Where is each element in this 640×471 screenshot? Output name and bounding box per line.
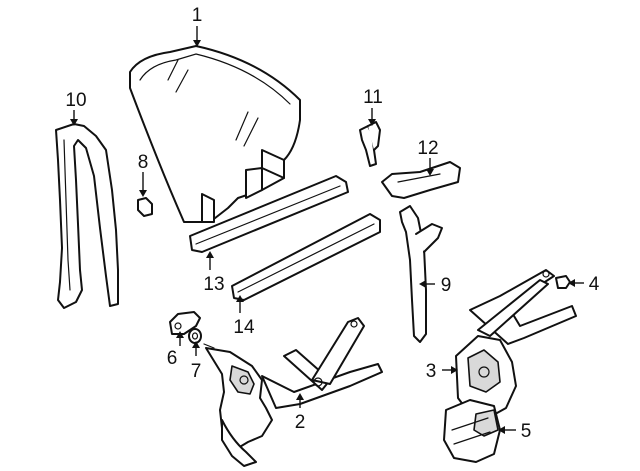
part-8-clip[interactable]	[137, 197, 153, 217]
callout-1: 1	[192, 5, 203, 26]
arrowhead-6	[176, 331, 184, 338]
arrowhead-1	[193, 40, 201, 47]
callout-5: 5	[521, 421, 532, 442]
callout-14: 14	[233, 317, 255, 338]
arrowhead-5	[498, 426, 505, 434]
callout-13: 13	[203, 274, 224, 295]
part-9-rear-channel[interactable]	[399, 205, 443, 343]
arrowhead-3	[451, 366, 458, 374]
arrowhead-14	[236, 295, 244, 302]
part-4-roller[interactable]	[555, 275, 571, 289]
part-12-trim-piece[interactable]	[381, 161, 461, 199]
part-10-run-channel[interactable]	[55, 123, 119, 309]
callout-9: 9	[441, 275, 452, 296]
part-6-handle[interactable]	[169, 311, 201, 335]
arrowhead-10	[70, 119, 78, 126]
arrowhead-9	[419, 280, 426, 288]
part-14-inner-weatherstrip[interactable]	[231, 213, 381, 301]
callout-7: 7	[191, 361, 202, 382]
arrowhead-8	[139, 190, 147, 197]
callout-12: 12	[417, 138, 438, 159]
callout-4: 4	[589, 274, 600, 295]
callout-2: 2	[295, 412, 306, 433]
arrowhead-13	[206, 251, 214, 258]
callout-6: 6	[167, 348, 178, 369]
arrowhead-7	[192, 341, 200, 348]
part-7-washer[interactable]	[188, 328, 202, 344]
arrowhead-2	[296, 393, 304, 400]
part-2-front-regulator[interactable]	[203, 317, 383, 467]
part-11-bracket[interactable]	[359, 121, 381, 167]
arrowhead-11	[368, 119, 376, 126]
arrowhead-4	[568, 279, 575, 287]
callout-11: 11	[363, 87, 383, 108]
callout-labels: 1 2 3 4 5 6 7 8 9 10 11 12 13 14	[65, 5, 599, 442]
callout-10: 10	[65, 90, 86, 111]
leader-lines	[70, 26, 584, 434]
part-3-rear-regulator[interactable]	[455, 269, 577, 419]
arrowhead-12	[426, 169, 434, 176]
callout-3: 3	[426, 361, 437, 382]
part-1-door-glass[interactable]	[129, 45, 301, 223]
callout-8: 8	[138, 152, 149, 173]
part-5-motor[interactable]	[443, 399, 501, 463]
part-13-belt-weatherstrip[interactable]	[189, 175, 349, 253]
